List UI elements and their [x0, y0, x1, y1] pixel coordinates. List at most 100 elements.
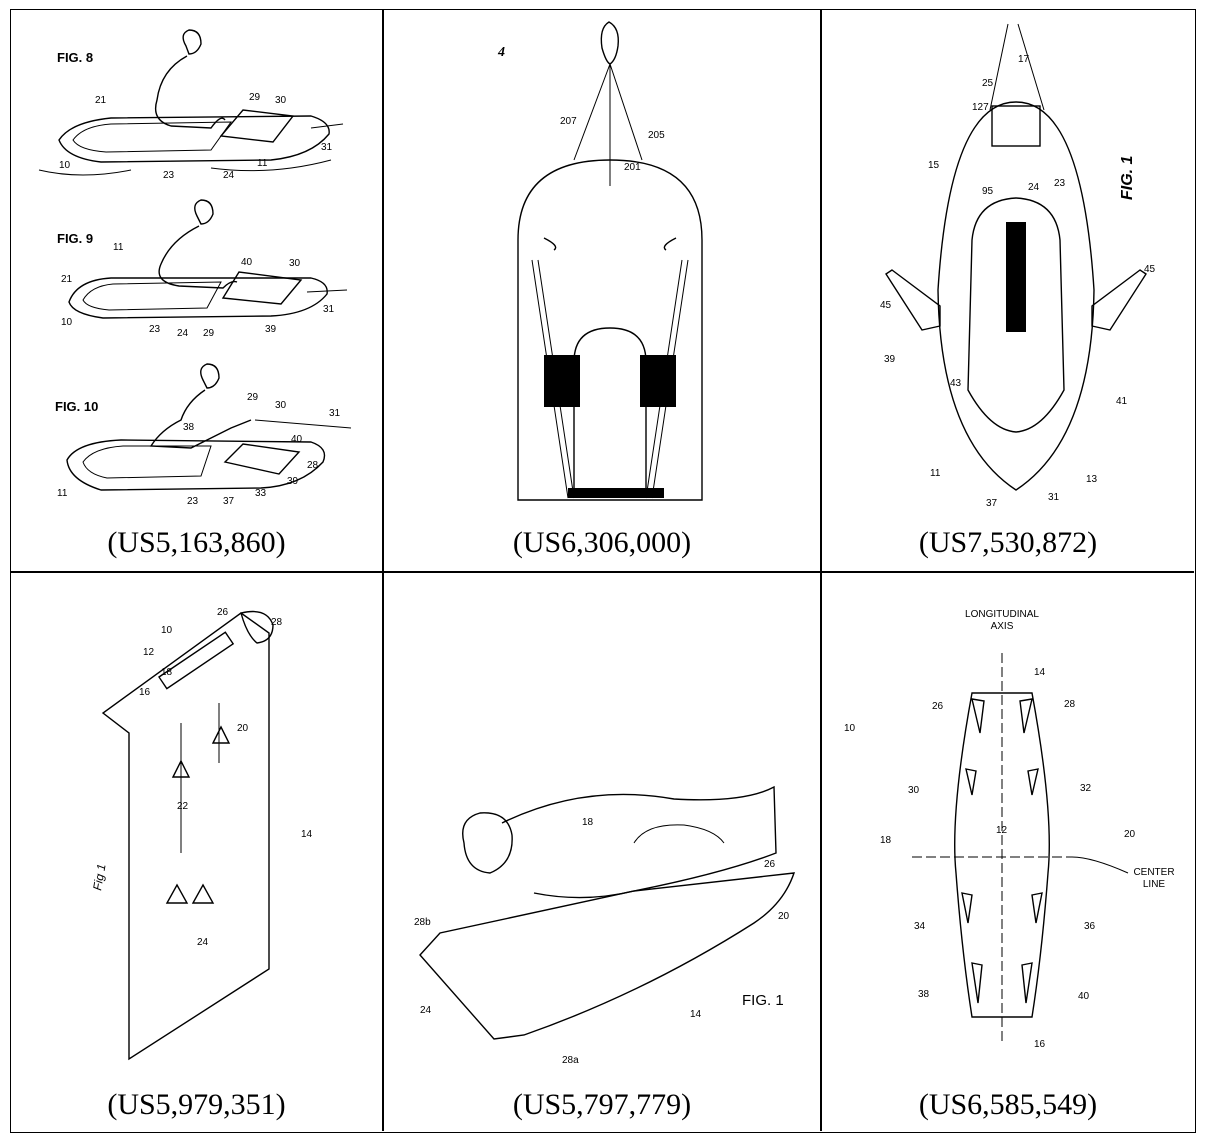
- ref-label: 11: [57, 488, 68, 499]
- ref-label: 39: [884, 354, 896, 365]
- ref-label: 37: [223, 496, 235, 507]
- fin-pair-34-36: [961, 892, 1043, 924]
- ref-label: 10: [844, 723, 856, 734]
- ref-label: 24: [420, 1005, 432, 1016]
- ref-label: 30: [908, 785, 920, 796]
- foot-stirrups: [165, 883, 215, 904]
- kneeboard-drawing: FIG. 1 17 25 127 15 95 24 23 45 45 39 43…: [880, 23, 1156, 509]
- right-handle: [1091, 269, 1147, 331]
- board-outline: [66, 439, 326, 491]
- column-divider-1: [382, 10, 384, 1131]
- ref-label: 38: [918, 989, 930, 1000]
- ref-label: 16: [139, 687, 151, 698]
- board-outline: [517, 159, 703, 501]
- ref-label: 127: [972, 102, 989, 113]
- handle-bar: [158, 631, 235, 690]
- tow-rope: [310, 123, 344, 129]
- fin-pair-30-32: [965, 768, 1039, 796]
- ref-label: 20: [778, 911, 790, 922]
- ref-label: 24: [1028, 182, 1040, 193]
- right-foot-pad: [640, 355, 676, 407]
- patent-caption: (US5,163,860): [107, 526, 286, 559]
- rider-body: [501, 785, 777, 899]
- ref-label: 33: [255, 488, 267, 499]
- cell-us6306000: 4 207 205 201 (US6,306,000): [384, 10, 820, 571]
- ref-label: 14: [1034, 667, 1046, 678]
- ref-label: 30: [289, 258, 301, 269]
- water-lines: [38, 159, 332, 176]
- ref-label: 45: [880, 300, 892, 311]
- ref-label: 24: [177, 328, 189, 339]
- board-deck: [82, 281, 222, 311]
- mat-outline: [101, 612, 270, 1061]
- ref-label: 15: [928, 160, 940, 171]
- water-board-rider-drawings: FIG. 8 21 10 23 24 29 30 11 31 FIG. 9 11: [38, 29, 352, 507]
- ref-label: 43: [950, 378, 962, 389]
- patent-caption: (US5,797,779): [512, 1088, 692, 1121]
- fig8-label: FIG. 8: [57, 50, 93, 65]
- ref-label: 16: [1034, 1039, 1046, 1050]
- ref-label: 24: [223, 170, 235, 181]
- fin-pair-26-28: [971, 698, 1033, 734]
- ref-label: 20: [1124, 829, 1136, 840]
- ref-label: 40: [291, 434, 303, 445]
- ref-label: 23: [1054, 178, 1066, 189]
- rider-head: [200, 363, 220, 389]
- rider-body: [158, 225, 238, 289]
- axis-label: LONGITUDINAL: [965, 609, 1039, 620]
- center-line-label: LINE: [1143, 879, 1166, 890]
- tow-lines: [989, 23, 1045, 111]
- ref-label: 18: [582, 817, 594, 828]
- fig9-label: FIG. 9: [57, 231, 93, 246]
- board-deck: [82, 445, 212, 479]
- cell-us5979351: Fig 1 26 28 10 12 16 18 20 22 24 14 (US5…: [11, 573, 382, 1131]
- board-deck: [72, 121, 232, 153]
- ref-label: 12: [996, 825, 1008, 836]
- patent-caption: (US7,530,872): [918, 526, 1098, 559]
- ref-label: 28: [1064, 699, 1076, 710]
- row-divider: [11, 571, 1194, 573]
- ref-label: 17: [1018, 54, 1030, 65]
- ref-label: 41: [1116, 396, 1128, 407]
- ref-label: 12: [143, 647, 155, 658]
- ref-label: 31: [321, 142, 333, 153]
- ref-label: 31: [1048, 492, 1060, 503]
- ref-label: 13: [1086, 474, 1098, 485]
- fig10-label: FIG. 10: [55, 399, 98, 414]
- center-line-label: CENTER: [1133, 867, 1174, 878]
- rider-shorts: [633, 824, 725, 844]
- column-divider-2: [820, 10, 822, 1131]
- ref-label: 18: [880, 835, 892, 846]
- handle-grips: [171, 725, 231, 778]
- ref-label: 11: [257, 158, 268, 169]
- ref-label: 28: [271, 617, 283, 628]
- board-outline: [937, 101, 1095, 491]
- ref-label: 38: [183, 422, 195, 433]
- ref-label: 95: [982, 186, 994, 197]
- harness-lines: [573, 63, 643, 186]
- ref-label: 22: [177, 801, 189, 812]
- body-cutout: [573, 327, 647, 497]
- ref-label: 10: [59, 160, 71, 171]
- ref-label: 21: [61, 274, 73, 285]
- fig1-label: Fig 1: [90, 863, 108, 892]
- rider-head: [182, 29, 202, 55]
- seat-area: [967, 197, 1065, 433]
- ref-label: 10: [161, 625, 173, 636]
- towed-board-drawing: 4 207 205 201: [497, 21, 703, 501]
- ref-label: 40: [1078, 991, 1090, 1002]
- rider-head: [194, 199, 214, 225]
- patent-figure-grid: FIG. 8 21 10 23 24 29 30 11 31 FIG. 9 11: [10, 9, 1196, 1133]
- ref-label: 26: [932, 701, 944, 712]
- ref-label: 31: [323, 304, 335, 315]
- ref-label: 37: [986, 498, 998, 509]
- figure-number: 4: [497, 45, 505, 60]
- patent-caption: (US6,585,549): [918, 1088, 1098, 1121]
- ref-label: 11: [930, 468, 941, 479]
- ref-label: 26: [217, 607, 229, 618]
- board-outline: [954, 692, 1050, 1018]
- fin-pair-38-40: [971, 962, 1033, 1004]
- board-outline: [68, 277, 328, 319]
- left-foot-pad: [544, 355, 580, 407]
- handle-frame: [223, 443, 301, 475]
